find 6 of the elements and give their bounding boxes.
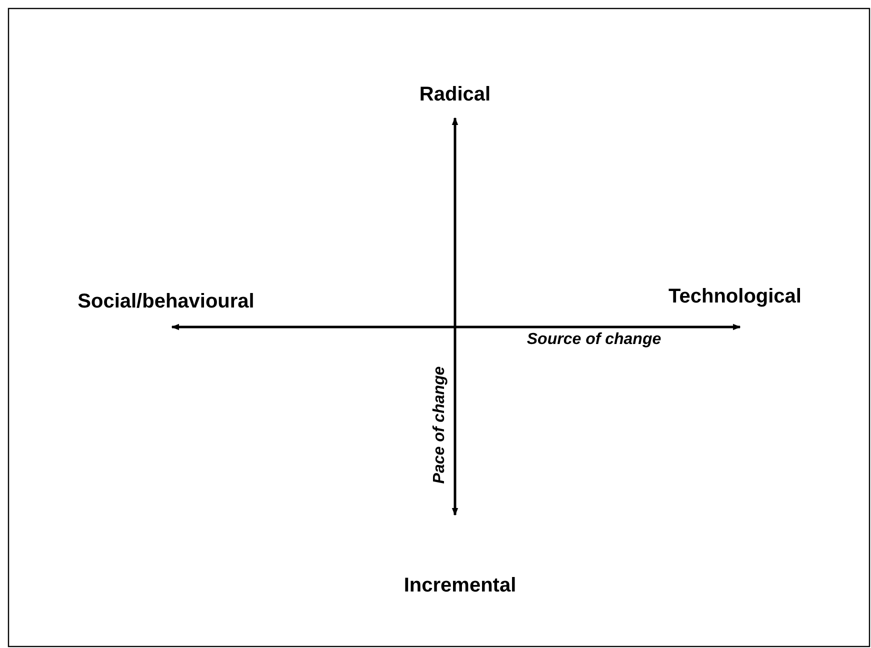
axis-end-label: Radical	[419, 84, 491, 106]
axis-title: Source of change	[526, 331, 662, 349]
axis-end-label: Technological	[668, 286, 802, 308]
axis-end-label: Incremental	[404, 574, 516, 598]
axis-end-label: Social/behavioural	[78, 290, 254, 314]
axis-title: Pace of change	[431, 366, 449, 484]
